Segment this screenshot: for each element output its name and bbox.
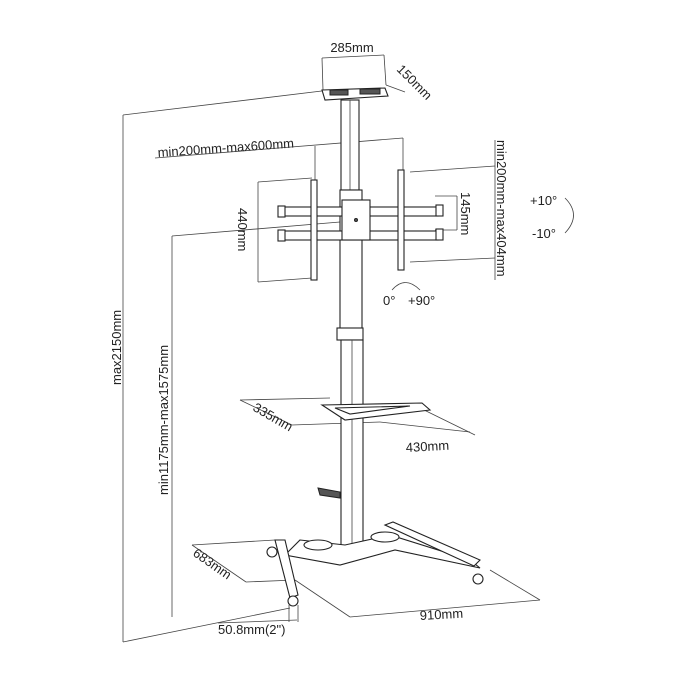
cable-handle <box>317 487 341 499</box>
middle-shelf <box>320 402 432 421</box>
label-rotate-start: 0° <box>383 293 395 308</box>
caster <box>287 595 299 607</box>
left-rail <box>310 179 318 281</box>
label-base-depth: 683mm <box>190 545 234 582</box>
label-arm-spacing: 145mm <box>458 192 473 235</box>
base-frame <box>283 534 481 569</box>
rear-right-leg <box>383 521 481 567</box>
label-rotate-end: +90° <box>408 293 435 308</box>
stand-drawing <box>266 87 484 607</box>
label-caster-size: 50.8mm(2") <box>218 622 285 637</box>
dimension-lines <box>122 54 574 643</box>
label-base-width: 910mm <box>419 606 463 623</box>
label-tilt-down: -10° <box>532 226 556 241</box>
label-top-width: 285mm <box>330 40 373 55</box>
label-vesa-width: min200mm-max600mm <box>157 136 294 160</box>
label-max-height: max2150mm <box>109 310 124 385</box>
label-center-height: min1175mm-max1575mm <box>156 345 171 495</box>
label-top-depth: 150mm <box>394 62 435 103</box>
label-shelf-depth: 335mm <box>251 400 296 435</box>
right-rail <box>397 169 405 271</box>
front-left-leg <box>274 539 299 599</box>
caster <box>472 573 484 585</box>
label-bracket-height: 440mm <box>235 208 250 251</box>
label-shelf-width: 430mm <box>405 438 449 455</box>
label-vesa-height: min200mm-max404mm <box>494 140 509 277</box>
caster <box>266 546 278 558</box>
label-tilt-up: +10° <box>530 193 557 208</box>
